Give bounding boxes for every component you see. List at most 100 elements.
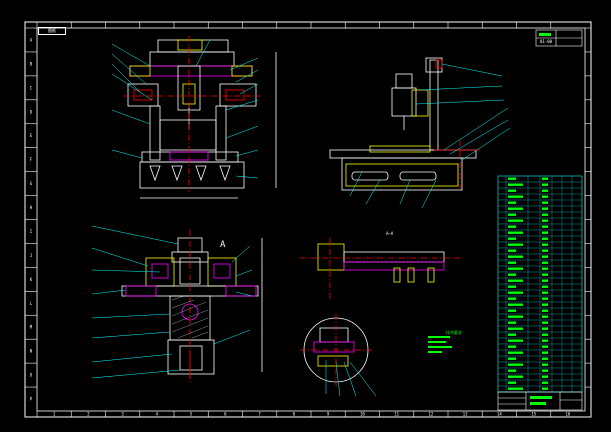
zone-letter-label: D <box>30 109 33 114</box>
parts-list-entry <box>508 261 516 264</box>
parts-list-entry <box>542 231 548 234</box>
parts-list-entry <box>508 345 516 348</box>
parts-list-entry <box>508 231 523 234</box>
parts-list-entry <box>542 375 548 378</box>
zone-number-label: 16 <box>565 412 570 417</box>
parts-list-entry <box>542 213 548 216</box>
parts-list-entry <box>508 285 516 288</box>
parts-list-entry <box>542 303 548 306</box>
parts-list-entry <box>508 303 523 306</box>
section-mark-a: A <box>220 240 226 250</box>
drawing-title-tag: 图纸 <box>38 27 66 35</box>
zone-number-label: 15 <box>531 412 536 417</box>
parts-list-entry <box>508 201 516 204</box>
parts-list-entry <box>542 327 548 330</box>
parts-list-entry <box>542 381 548 384</box>
parts-list-table <box>497 175 583 393</box>
zone-number-label: 6 <box>224 412 227 417</box>
zone-letter-label: F <box>30 157 33 162</box>
zone-letter-label: C <box>30 85 33 90</box>
zone-number-label: 5 <box>190 412 193 417</box>
section-view-leaders <box>91 225 253 379</box>
circle-detail <box>300 314 372 386</box>
parts-list-entry <box>508 381 516 384</box>
parts-list-entry <box>542 219 548 222</box>
parts-list-entry <box>542 261 548 264</box>
parts-list-entry <box>508 189 516 192</box>
zone-number-label: 3 <box>121 412 124 417</box>
side-view <box>329 57 480 191</box>
parts-list-entry <box>508 363 523 366</box>
zone-letter-label: I <box>30 229 33 234</box>
zone-letter-label: B <box>30 61 33 66</box>
zone-letter-label: N <box>30 349 33 354</box>
parts-list-entry <box>542 273 548 276</box>
parts-list-entry <box>542 201 548 204</box>
parts-list-entry <box>508 375 523 378</box>
parts-list-entry <box>542 387 548 390</box>
inner-border <box>36 27 586 412</box>
title-block <box>497 391 583 411</box>
section-hatch <box>171 295 209 339</box>
zone-letter-label: K <box>30 277 33 282</box>
zone-number-label: 12 <box>428 412 433 417</box>
drawing-number: 01-00 <box>540 39 553 44</box>
parts-list-entry <box>542 285 548 288</box>
parts-list-entry <box>508 315 523 318</box>
parts-list-entry <box>542 195 548 198</box>
parts-list-entry <box>542 315 548 318</box>
zone-letter-label: M <box>30 325 33 330</box>
parts-list-entry <box>508 357 516 360</box>
parts-list-entry <box>542 309 548 312</box>
parts-list-entry <box>508 333 516 336</box>
zone-letter-label: O <box>30 373 33 378</box>
rail-detail <box>300 238 460 300</box>
border-zone-ticks <box>25 22 591 417</box>
zone-number-label: 2 <box>87 412 90 417</box>
zone-number-label: 4 <box>156 412 159 417</box>
parts-list-entry <box>508 255 523 258</box>
zone-number-label: 9 <box>327 412 330 417</box>
parts-list-entry <box>508 321 516 324</box>
parts-list-entry <box>508 219 523 222</box>
parts-list-entry <box>508 291 523 294</box>
technical-notes <box>428 336 452 353</box>
zone-letter-label: J <box>30 253 32 258</box>
parts-list-entry <box>542 297 548 300</box>
parts-list-entry <box>508 273 516 276</box>
parts-list-entry <box>508 387 523 390</box>
parts-list-entry <box>508 249 516 252</box>
zone-number-label: 10 <box>360 412 365 417</box>
parts-list-entry <box>542 357 548 360</box>
parts-list-entry <box>542 267 548 270</box>
parts-list-entry <box>542 207 548 210</box>
parts-list-entry <box>542 339 548 342</box>
zone-letter-label: P <box>30 397 33 402</box>
parts-list-entry <box>542 369 548 372</box>
parts-list-entry <box>542 237 548 240</box>
zone-number-label: 1 <box>53 412 56 417</box>
circle-detail-leaders <box>325 360 377 397</box>
parts-list-entry <box>542 177 548 180</box>
parts-list-entry <box>508 267 523 270</box>
parts-list-entry <box>542 183 548 186</box>
parts-list-entry <box>508 237 516 240</box>
parts-list-entry <box>508 183 523 186</box>
zone-number-label: 13 <box>463 412 468 417</box>
parts-list-entry <box>508 207 523 210</box>
front-view <box>124 36 277 199</box>
zone-letter-label: A <box>30 37 33 42</box>
parts-list-entry <box>508 327 523 330</box>
zone-number-label: 8 <box>293 412 296 417</box>
parts-list-entry <box>508 243 523 246</box>
zone-number-label: 14 <box>497 412 502 417</box>
parts-list-entry <box>508 297 516 300</box>
view-caption: A—A <box>386 231 394 236</box>
parts-list-entry <box>542 189 548 192</box>
zone-letter-label: H <box>30 205 33 210</box>
side-view-leaders <box>349 63 511 209</box>
parts-list-entry <box>508 195 523 198</box>
parts-list-entry <box>542 291 548 294</box>
front-view-leaders <box>111 39 259 179</box>
